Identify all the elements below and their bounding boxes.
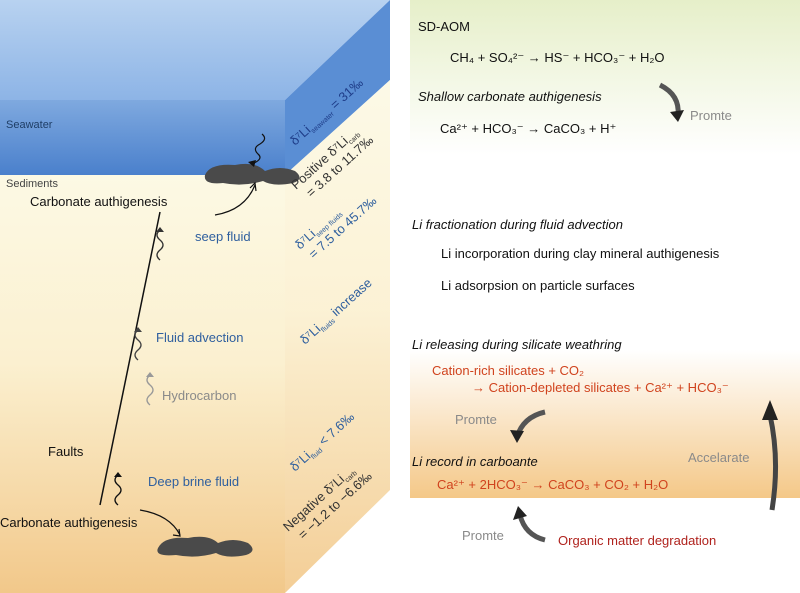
wavy-arrow-seep-head xyxy=(156,227,164,232)
seep-fluid-label: seep fluid xyxy=(195,229,251,244)
fluid-advection-label: Fluid advection xyxy=(156,330,243,345)
seawater-label: Seawater xyxy=(6,119,53,131)
wavy-arrow-advection-head xyxy=(134,327,142,332)
carbonate-top xyxy=(204,163,300,185)
wavy-arrow-seawater-head xyxy=(248,160,256,167)
cube-top-face xyxy=(0,0,390,100)
wavy-arrow-hydrocarbon-head xyxy=(146,372,154,377)
equation-shallow: Ca²⁺ + HCO₃⁻ → CaCO₃ + H⁺ xyxy=(440,121,616,136)
promote-arrow-1-head xyxy=(670,110,684,122)
front-sediments xyxy=(0,175,285,593)
equation-carbonate: Ca²⁺ + 2HCO₃⁻ → CaCO₃ + CO₂ + H₂O xyxy=(437,477,668,492)
fault-line xyxy=(99,211,161,506)
accelarate-label: Accelarate xyxy=(688,450,749,465)
sdaom-title: SD-AOM xyxy=(418,19,470,34)
wavy-arrow-brine xyxy=(114,474,122,506)
side-seawater xyxy=(285,0,390,175)
promote-arrow-2-head xyxy=(510,430,524,443)
promte-label-1: Promte xyxy=(690,108,732,123)
faults-label: Faults xyxy=(48,444,84,459)
promote-arrow-3 xyxy=(517,514,546,543)
hydrocarbon-label: Hydrocarbon xyxy=(162,388,236,403)
organic-matter-label: Organic matter degradation xyxy=(558,533,716,548)
side-sediments xyxy=(285,80,390,593)
equation-sdaom: CH₄ + SO₄²⁻ → HS⁻ + HCO₃⁻ + H₂O xyxy=(450,50,665,65)
front-seawater xyxy=(0,100,285,175)
curved-arrow-bottom xyxy=(139,509,181,536)
wavy-arrow-brine-head xyxy=(114,472,122,477)
promote-arrow-3-head xyxy=(513,506,527,520)
sediments-label: Sediments xyxy=(6,178,58,190)
weathering-panel xyxy=(410,350,800,498)
li-releasing-title: Li releasing during silicate weathring xyxy=(412,337,622,352)
carbonate-bottom xyxy=(157,536,253,557)
accelerate-arrow-head xyxy=(762,400,778,420)
accelerate-arrow xyxy=(767,414,779,511)
curved-arrow-bottom-head xyxy=(172,528,181,537)
carbonate-authigenesis-bottom: Carbonate authigenesis xyxy=(0,515,138,530)
wavy-arrow-seep xyxy=(156,229,164,261)
equation-weathering-1: Cation-rich silicates + CO₂ xyxy=(432,363,584,378)
deep-brine-label: Deep brine fluid xyxy=(148,474,239,489)
curved-arrow-top-head xyxy=(249,181,257,192)
carbonate-authigenesis-top: Carbonate authigenesis xyxy=(30,194,168,209)
wavy-arrow-hydrocarbon xyxy=(146,374,154,406)
promte-label-3: Promte xyxy=(462,528,504,543)
promte-label-2: Promte xyxy=(455,412,497,427)
shallow-title: Shallow carbonate authigenesis xyxy=(418,89,602,104)
li-fractionation-title: Li fractionation during fluid advection xyxy=(412,217,623,232)
wavy-arrow-advection xyxy=(134,329,142,361)
sdaom-panel xyxy=(410,0,800,155)
equation-weathering-2: → Cation-depleted silicates + Ca²⁺ + HCO… xyxy=(472,380,729,395)
curved-arrow-top xyxy=(214,184,256,216)
li-record-title: Li record in carboante xyxy=(412,454,538,469)
li-incorporation: Li incorporation during clay mineral aut… xyxy=(441,246,720,261)
li-adsorption: Li adsorpsion on particle surfaces xyxy=(441,278,635,293)
wavy-arrow-seawater xyxy=(251,133,266,165)
